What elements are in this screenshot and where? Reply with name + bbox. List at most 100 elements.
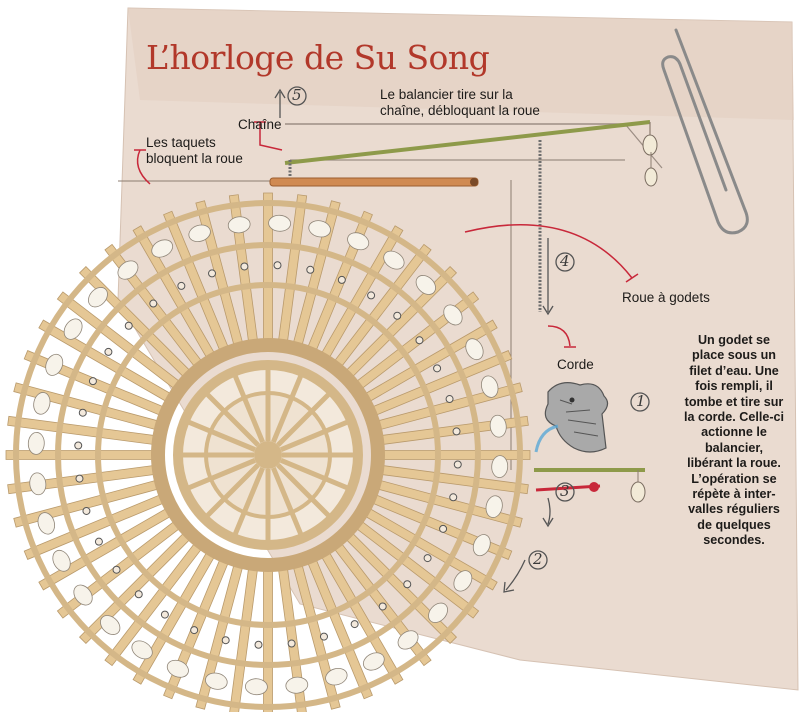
explanation-line: de quelques [697, 517, 771, 532]
wheel-spoke [204, 391, 260, 447]
wheel-bolt [453, 460, 462, 469]
label-balancier-line1: Le balancier tire sur la [380, 87, 513, 102]
wheel-bolt [452, 427, 461, 436]
wheel-bolt [190, 626, 199, 635]
wheel-spoke [271, 466, 304, 538]
wheel-bucket [245, 678, 268, 696]
water-wheel [5, 192, 531, 712]
wheel-rim [151, 338, 385, 572]
explanation-line: Un godet se [697, 333, 771, 347]
wheel-bucket [188, 224, 211, 243]
wheel-spoke [271, 372, 304, 444]
label-taquets-line1: Les taquets [146, 135, 216, 150]
page-title: L’horloge de Su Song [146, 38, 490, 77]
explanation-line: fois rempli, il [695, 379, 773, 394]
wheel-bolt [94, 537, 103, 546]
wheel-bucket [362, 652, 385, 671]
weight-lower [644, 167, 658, 187]
step-number-5: 5 [292, 86, 302, 104]
wheel-bucket [166, 659, 189, 678]
wheel-bucket [285, 676, 309, 694]
wheel-bucket [489, 414, 507, 438]
weight-upper [642, 134, 658, 156]
explanation-line: libérant la roue. [687, 456, 781, 471]
wheel-bucket [27, 432, 45, 455]
wheel-bucket [29, 472, 47, 496]
wheel-bolt [221, 636, 230, 645]
label-taquets-line2: bloquent la roue [146, 151, 243, 166]
wheel-bolt [240, 262, 249, 271]
step-number-2: 2 [533, 550, 543, 568]
wheel-spoke [276, 391, 332, 447]
wheel-bolt [378, 602, 387, 611]
step-arrows [274, 88, 554, 593]
step-number-1: 1 [636, 392, 646, 410]
step-number-4: 4 [560, 252, 570, 270]
lower-pivot [589, 482, 599, 492]
explanation-line: valles réguliers [688, 502, 780, 517]
explanation-line: tombe et tire sur [684, 394, 784, 409]
wheel-bucket [33, 392, 51, 415]
wheel-bolt [403, 580, 412, 589]
wheel-bucket [117, 260, 139, 280]
balance-beam [284, 120, 651, 165]
wheel-bucket [268, 214, 291, 232]
wheel-bucket [308, 220, 331, 238]
label-roue: Roue à godets [622, 290, 710, 305]
wheel-bolt [423, 554, 432, 563]
wheel-bucket [37, 512, 56, 535]
wheel-bolt [82, 506, 91, 515]
step-number-3: 3 [560, 482, 570, 500]
wheel-bolt [433, 364, 442, 373]
explanation-line: actionne le [701, 425, 767, 440]
wheel-bolt [124, 321, 133, 330]
lower-weight [630, 481, 646, 503]
explanation-line: répète à inter- [692, 487, 776, 502]
explanation-line: la corde. Celle-ci [683, 410, 785, 425]
wheel-bolt [78, 408, 87, 417]
wheel-bolt [319, 632, 328, 641]
wheel-bucket [472, 534, 491, 557]
wheel-bucket [325, 667, 348, 686]
wheel-bolt [449, 493, 458, 502]
wheel-bucket [347, 232, 370, 251]
water-jet [534, 424, 559, 453]
explanation-text: Un godet se place sous un filet d’eau. U… [666, 333, 800, 549]
wheel-bucket [205, 672, 228, 690]
step-circles [287, 86, 650, 570]
paper-clip-icon [661, 28, 749, 235]
wheel-bolt [134, 590, 143, 599]
wheel-rim [95, 282, 441, 628]
wheel-bucket [383, 250, 405, 270]
explanation-line: secondes. [703, 533, 765, 548]
wheel-bolt [273, 261, 282, 270]
wheel-plank [263, 192, 273, 346]
wheel-spoke [204, 463, 260, 519]
wheel-spoke [185, 458, 257, 491]
wheel-bolt [350, 620, 359, 629]
wheel-bucket [151, 239, 174, 258]
wheel-bucket [485, 495, 503, 518]
wheel-bucket [73, 584, 93, 606]
wheel-spoke [279, 419, 351, 452]
wheel-bolt [337, 275, 346, 284]
wheel-bucket [88, 287, 108, 308]
wheel-rim [55, 242, 481, 668]
wheel-bucket [52, 549, 71, 572]
wheel-bolt [88, 377, 97, 386]
wheel-bucket [428, 602, 448, 623]
wheel-bucket [131, 640, 153, 660]
wheel-bucket [45, 353, 64, 376]
callouts [134, 121, 639, 348]
paper-shade [128, 8, 794, 120]
stop-bar-pivot [470, 178, 478, 186]
stop-bar [269, 177, 479, 187]
wheel-bolt [160, 610, 169, 619]
label-chaine: Chaîne [238, 117, 282, 132]
wheel-bucket [415, 275, 436, 295]
explanation-line: balancier, [704, 440, 764, 455]
wheel-bolt [74, 441, 83, 450]
wheel-bolt [177, 281, 186, 290]
